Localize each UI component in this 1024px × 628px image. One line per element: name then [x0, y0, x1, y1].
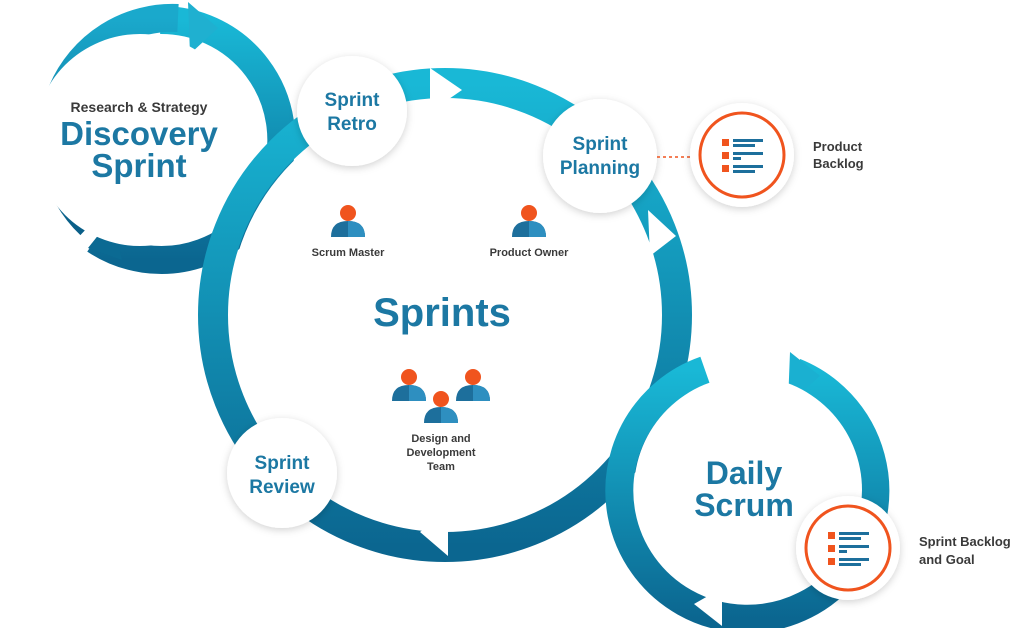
daily-scrum-title: Daily: [706, 455, 783, 491]
arrowhead-icon: [188, 2, 218, 54]
sprints-ring: [198, 68, 692, 562]
sprint-planning-label: Sprint: [573, 134, 629, 155]
team-label: Team: [427, 461, 455, 473]
sprint-review-label: Sprint: [255, 453, 311, 474]
discovery-title: Sprint: [91, 147, 186, 184]
sprint-planning-label: Planning: [560, 158, 640, 179]
product-backlog-label: Backlog: [813, 156, 864, 171]
product-backlog-label: Product: [813, 139, 863, 154]
node-sprint-review: Sprint Review: [227, 418, 337, 528]
sprint-backlog-badge: [796, 496, 900, 600]
team-label: Development: [406, 447, 475, 459]
sprint-backlog-label: Sprint Backlog: [919, 534, 1011, 549]
discovery-title: Discovery: [60, 115, 218, 152]
discovery-subtitle: Research & Strategy: [71, 99, 208, 115]
product-backlog-badge: [690, 103, 794, 207]
sprint-retro-label: Sprint: [325, 90, 381, 111]
node-sprint-planning: Sprint Planning: [543, 99, 657, 213]
sprints-title: Sprints: [373, 291, 511, 335]
scrum-master-label: Scrum Master: [312, 247, 385, 259]
daily-scrum-title: Scrum: [694, 487, 794, 523]
product-owner-label: Product Owner: [490, 247, 570, 259]
sprint-review-label: Review: [249, 477, 315, 498]
team-label: Design and: [411, 433, 470, 445]
node-sprint-retro: Sprint Retro: [297, 56, 407, 166]
sprint-backlog-label: and Goal: [919, 552, 975, 567]
sprint-retro-label: Retro: [327, 114, 377, 135]
